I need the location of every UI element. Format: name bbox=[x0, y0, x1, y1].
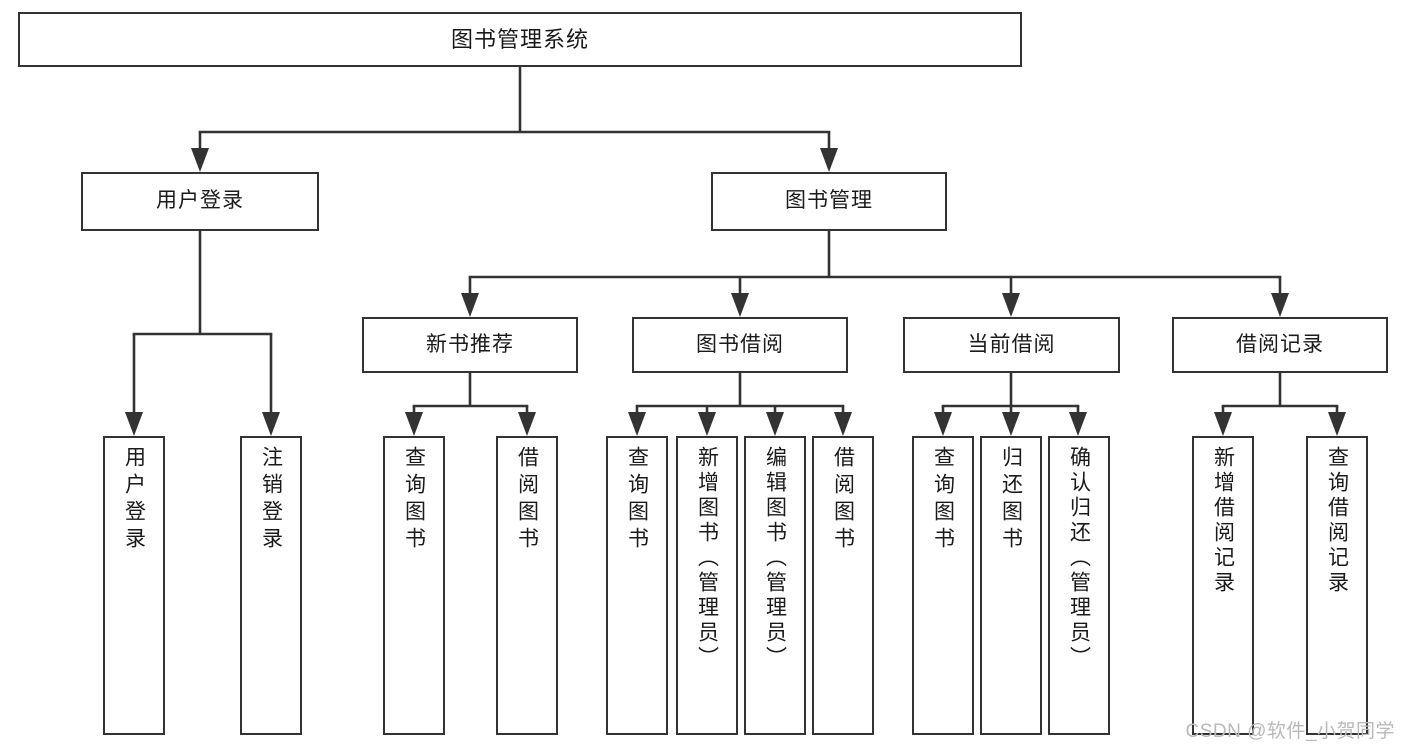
node-label: 用户登录 bbox=[122, 446, 146, 554]
connector-book-manage-bus bbox=[461, 231, 1289, 317]
node-label: 图书管理 bbox=[785, 189, 873, 213]
node-label: 查询图书 bbox=[931, 446, 955, 554]
node-label: 编辑图书（管理员） bbox=[763, 446, 787, 671]
node-label: 新增图书（管理员） bbox=[695, 446, 719, 671]
node-book-borrow[interactable]: 图书借阅 bbox=[632, 317, 848, 373]
connector-borrow-record-children bbox=[1214, 373, 1346, 436]
leaf-query-book-recommend[interactable]: 查询图书 bbox=[383, 436, 445, 735]
node-borrow-record[interactable]: 借阅记录 bbox=[1172, 317, 1388, 373]
connector-user-login-children bbox=[125, 231, 280, 436]
node-new-book-recommend[interactable]: 新书推荐 bbox=[362, 317, 578, 373]
connector-new-book-recommend-children bbox=[405, 373, 536, 436]
node-label: 确认归还（管理员） bbox=[1067, 446, 1091, 671]
node-label: 查询图书 bbox=[402, 446, 426, 554]
node-label: 查询借阅记录 bbox=[1325, 446, 1349, 596]
connector-book-borrow-children bbox=[628, 373, 852, 436]
leaf-borrow-book[interactable]: 借阅图书 bbox=[812, 436, 874, 735]
connector-current-borrow-children bbox=[934, 373, 1087, 436]
node-label: 图书管理系统 bbox=[450, 26, 589, 52]
node-label: 注销登录 bbox=[259, 446, 283, 554]
node-user-login[interactable]: 用户登录 bbox=[81, 172, 319, 231]
node-label: 借阅图书 bbox=[515, 446, 539, 554]
node-label: 当前借阅 bbox=[967, 332, 1056, 356]
node-label: 归还图书 bbox=[999, 446, 1023, 554]
node-current-borrow[interactable]: 当前借阅 bbox=[903, 317, 1120, 373]
leaf-user-logout[interactable]: 注销登录 bbox=[240, 436, 302, 735]
leaf-confirm-return-admin[interactable]: 确认归还（管理员） bbox=[1048, 436, 1110, 735]
leaf-return-book[interactable]: 归还图书 bbox=[980, 436, 1042, 735]
node-label: 借阅图书 bbox=[831, 446, 855, 554]
leaf-add-borrow-record[interactable]: 新增借阅记录 bbox=[1192, 436, 1254, 735]
node-label: 新增借阅记录 bbox=[1211, 446, 1235, 596]
leaf-edit-book-admin[interactable]: 编辑图书（管理员） bbox=[744, 436, 806, 735]
connector-root-stem bbox=[191, 67, 838, 172]
node-root-book-management-system[interactable]: 图书管理系统 bbox=[18, 12, 1022, 67]
node-label: 查询图书 bbox=[625, 446, 649, 554]
node-book-manage[interactable]: 图书管理 bbox=[711, 172, 947, 231]
leaf-borrow-book-recommend[interactable]: 借阅图书 bbox=[496, 436, 558, 735]
leaf-query-book-current[interactable]: 查询图书 bbox=[912, 436, 974, 735]
csdn-watermark: CSDN @软件_小贺同学 bbox=[1185, 721, 1395, 742]
node-label: 新书推荐 bbox=[426, 332, 514, 356]
node-label: 用户登录 bbox=[156, 189, 244, 213]
node-label: 借阅记录 bbox=[1236, 332, 1324, 356]
node-label: 图书借阅 bbox=[696, 332, 784, 356]
leaf-query-book-borrow[interactable]: 查询图书 bbox=[606, 436, 668, 735]
leaf-user-login[interactable]: 用户登录 bbox=[103, 436, 165, 735]
leaf-query-borrow-record[interactable]: 查询借阅记录 bbox=[1306, 436, 1368, 735]
leaf-add-book-admin[interactable]: 新增图书（管理员） bbox=[676, 436, 738, 735]
